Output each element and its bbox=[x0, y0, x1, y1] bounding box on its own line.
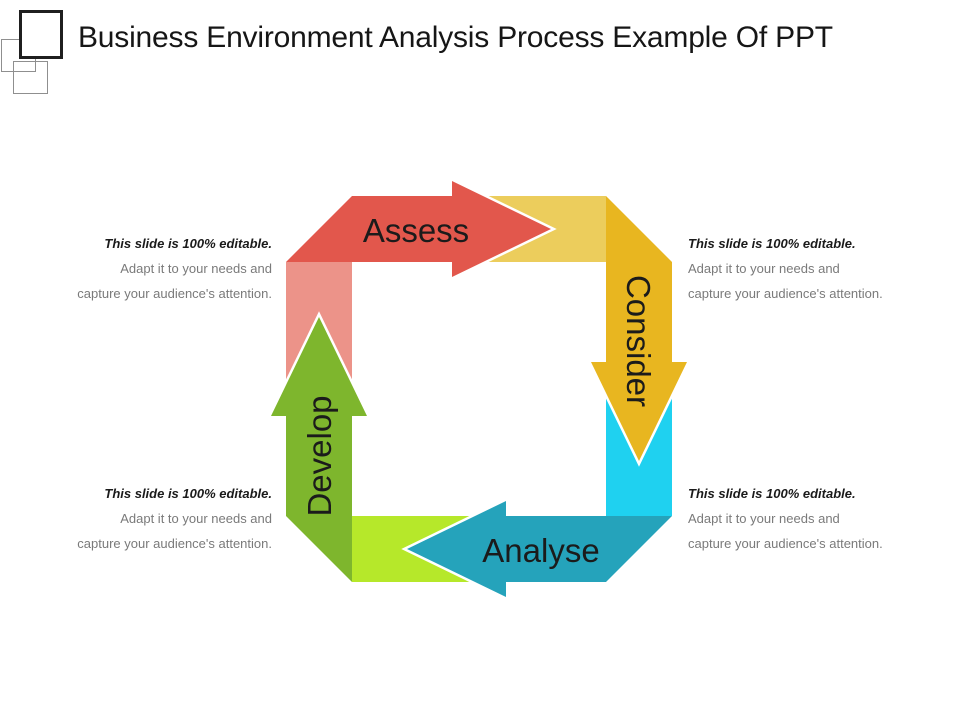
assess-arrow-shape bbox=[286, 181, 551, 277]
note-bottom-right: This slide is 100% editable. Adapt it to… bbox=[688, 481, 950, 556]
decor-square-small-2 bbox=[13, 61, 48, 94]
note-emphasis-line: This slide is 100% editable. bbox=[104, 486, 272, 501]
develop-arrow bbox=[267, 311, 371, 582]
note-line-3: capture your audience's attention. bbox=[688, 286, 883, 301]
note-top-left: This slide is 100% editable. Adapt it to… bbox=[10, 231, 272, 306]
assess-label: Assess bbox=[362, 212, 470, 249]
note-top-right: This slide is 100% editable. Adapt it to… bbox=[688, 231, 950, 306]
note-line-2: Adapt it to your needs and bbox=[688, 511, 840, 526]
analyse-arrow bbox=[401, 497, 672, 601]
consider-arrow-shape bbox=[591, 196, 687, 461]
note-emphasis-line: This slide is 100% editable. bbox=[688, 486, 856, 501]
note-line-2: Adapt it to your needs and bbox=[120, 511, 272, 526]
develop-label: Develop bbox=[301, 395, 338, 517]
note-emphasis-line: This slide is 100% editable. bbox=[104, 236, 272, 251]
note-line-2: Adapt it to your needs and bbox=[120, 261, 272, 276]
assess-arrow bbox=[286, 177, 557, 281]
note-bottom-left: This slide is 100% editable. Adapt it to… bbox=[10, 481, 272, 556]
consider-arrow bbox=[587, 196, 691, 467]
develop-arrow-shape bbox=[271, 317, 367, 582]
consider-label: Consider bbox=[620, 274, 657, 408]
slide-title: Business Environment Analysis Process Ex… bbox=[78, 21, 833, 54]
note-line-3: capture your audience's attention. bbox=[77, 536, 272, 551]
note-line-3: capture your audience's attention. bbox=[688, 536, 883, 551]
decor-square-large bbox=[19, 10, 63, 59]
analyse-arrow-shape bbox=[407, 501, 672, 597]
analyse-label: Analyse bbox=[482, 532, 600, 569]
note-line-3: capture your audience's attention. bbox=[77, 286, 272, 301]
note-emphasis-line: This slide is 100% editable. bbox=[688, 236, 856, 251]
arrow-mains bbox=[267, 177, 691, 601]
note-line-2: Adapt it to your needs and bbox=[688, 261, 840, 276]
